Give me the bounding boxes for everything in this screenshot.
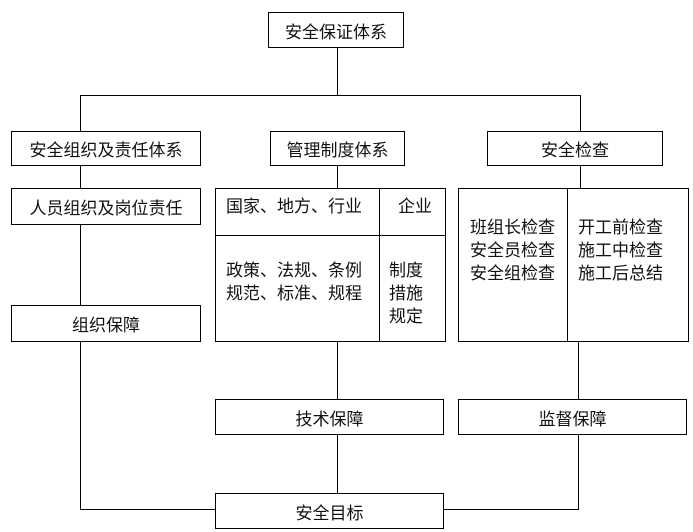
personnel-node: 人员组织及岗位责任: [11, 188, 201, 225]
mgmt-header-right: 企业: [398, 197, 432, 217]
root-node: 安全保证体系: [268, 12, 404, 48]
table-divider: [567, 189, 569, 341]
tech-guarantee-label: 技术保障: [295, 409, 364, 430]
check-left-2: 安全员检查: [470, 241, 555, 261]
personnel-label: 人员组织及岗位责任: [29, 199, 183, 219]
check-right-2: 施工中检查: [578, 241, 663, 261]
connector: [337, 434, 339, 493]
safety-check-label: 安全检查: [541, 141, 609, 161]
org-guarantee-node: 组织保障: [11, 305, 201, 342]
check-left-1: 班组长检查: [470, 218, 555, 238]
check-table: 班组长检查 安全员检查 安全组检查 开工前检查 施工中检查 施工后总结: [458, 188, 689, 342]
check-right-1: 开工前检查: [578, 218, 663, 238]
table-divider: [379, 189, 381, 341]
check-right-3: 施工后总结: [578, 264, 663, 284]
safety-check-node: 安全检查: [487, 131, 663, 166]
org-guarantee-label: 组织保障: [72, 316, 140, 336]
mgmt-body-right-3: 规定: [389, 307, 423, 327]
connector: [80, 509, 215, 511]
connector: [580, 95, 582, 131]
mgmt-system-node: 管理制度体系: [270, 131, 405, 166]
connector: [580, 165, 582, 188]
connector: [80, 165, 82, 188]
table-divider: [216, 235, 445, 237]
root-label: 安全保证体系: [285, 22, 387, 43]
connector: [578, 434, 580, 510]
org-system-label: 安全组织及责任体系: [29, 141, 183, 161]
connector: [337, 341, 339, 399]
tech-guarantee-node: 技术保障: [215, 399, 444, 435]
connector: [80, 224, 82, 305]
connector: [578, 341, 580, 399]
connector: [80, 95, 82, 131]
connector: [444, 509, 579, 511]
mgmt-body-left-2: 规范、标准、规程: [226, 284, 362, 304]
safety-goal-label: 安全目标: [295, 503, 364, 524]
mgmt-body-right-1: 制度: [389, 261, 423, 281]
mgmt-system-label: 管理制度体系: [286, 141, 389, 161]
mgmt-body-left-1: 政策、法规、条例: [226, 261, 362, 281]
mgmt-table: 国家、地方、行业 企业 政策、法规、条例 规范、标准、规程 制度 措施 规定: [215, 188, 446, 342]
mgmt-header-left: 国家、地方、行业: [226, 197, 362, 217]
supervision-guarantee-node: 监督保障: [458, 399, 687, 435]
connector: [337, 165, 339, 188]
safety-goal-node: 安全目标: [215, 493, 444, 529]
check-left-3: 安全组检查: [470, 264, 555, 284]
connector: [337, 47, 339, 95]
org-system-node: 安全组织及责任体系: [11, 131, 201, 166]
connector: [80, 341, 82, 510]
mgmt-body-right-2: 措施: [389, 284, 423, 304]
connector: [80, 95, 581, 97]
supervision-guarantee-label: 监督保障: [538, 409, 607, 430]
